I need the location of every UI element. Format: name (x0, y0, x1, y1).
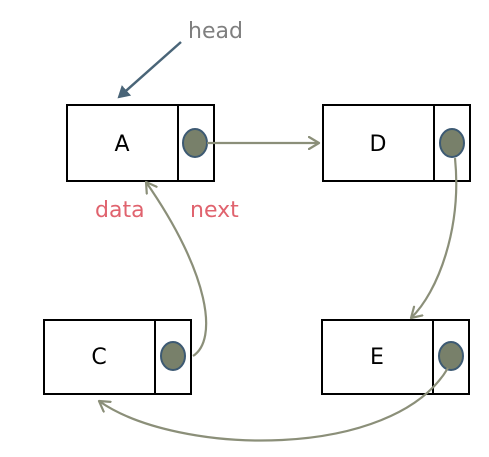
node-a-pointer-dot (182, 128, 208, 158)
head-label: head (188, 19, 243, 44)
node-c-pointer-dot (160, 341, 186, 371)
node-e-label: E (370, 345, 384, 370)
data-field-label: data (95, 198, 145, 223)
node-c: C (43, 319, 192, 395)
link-c-to-a (146, 182, 208, 357)
node-d-label: D (370, 132, 387, 157)
node-a-data-cell (66, 104, 179, 182)
head-arrow (117, 41, 182, 99)
node-d: D (322, 104, 471, 182)
link-e-to-c (99, 367, 449, 442)
next-field-label: next (190, 198, 239, 223)
node-e: E (321, 319, 470, 395)
node-c-label: C (91, 345, 106, 370)
node-a: A (66, 104, 215, 182)
link-d-to-e (411, 157, 458, 318)
node-e-data-cell (321, 319, 434, 395)
node-d-pointer-dot (439, 128, 465, 158)
node-e-pointer-dot (438, 341, 464, 371)
node-d-data-cell (322, 104, 435, 182)
node-c-data-cell (43, 319, 156, 395)
node-a-label: A (114, 132, 129, 157)
